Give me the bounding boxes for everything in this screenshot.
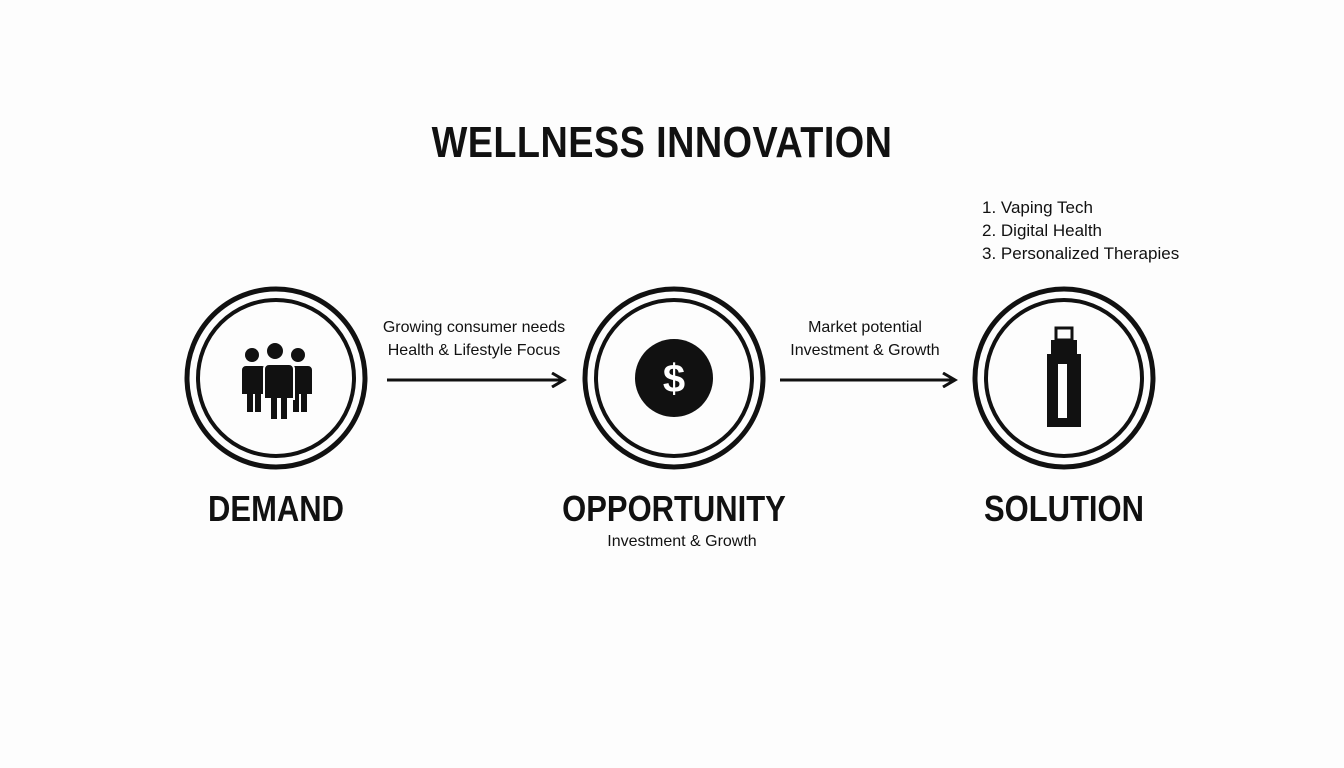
arrow-right-icon bbox=[387, 372, 567, 388]
arrow-right-icon bbox=[780, 372, 958, 388]
arrow-caption-line1: Market potential bbox=[808, 319, 922, 336]
solution-list-item: 2. Digital Health bbox=[982, 221, 1103, 240]
arrow-caption-line2: Investment & Growth bbox=[790, 342, 940, 359]
svg-text:$: $ bbox=[663, 357, 685, 401]
stage-label-opportunity: OPPORTUNITY bbox=[562, 488, 786, 529]
people-group-icon bbox=[242, 341, 312, 421]
demand-circle bbox=[184, 286, 368, 470]
solution-list-item: 1. Vaping Tech bbox=[982, 198, 1093, 217]
stage-label-demand: DEMAND bbox=[208, 488, 344, 529]
arrow-opportunity-to-solution: Market potential Investment & Growth bbox=[760, 316, 970, 388]
stage-sublabel-opportunity: Investment & Growth bbox=[607, 533, 757, 550]
arrow-caption-line1: Growing consumer needs bbox=[382, 319, 566, 336]
arrow-caption-line2: Health & Lifestyle Focus bbox=[387, 342, 561, 359]
arrow-demand-to-opportunity: Growing consumer needs Health & Lifestyl… bbox=[369, 316, 579, 388]
solution-list-item: 3. Personalized Therapies bbox=[982, 244, 1180, 263]
opportunity-circle: $ bbox=[582, 286, 766, 470]
solution-circle bbox=[972, 286, 1156, 470]
solution-list: 1. Vaping Tech 2. Digital Health 3. Pers… bbox=[982, 196, 1179, 265]
diagram-title: WELLNESS INNOVATION bbox=[431, 118, 893, 167]
stage-label-solution: SOLUTION bbox=[984, 488, 1144, 529]
dollar-icon: $ bbox=[635, 339, 713, 417]
vape-device-icon bbox=[1047, 326, 1081, 427]
